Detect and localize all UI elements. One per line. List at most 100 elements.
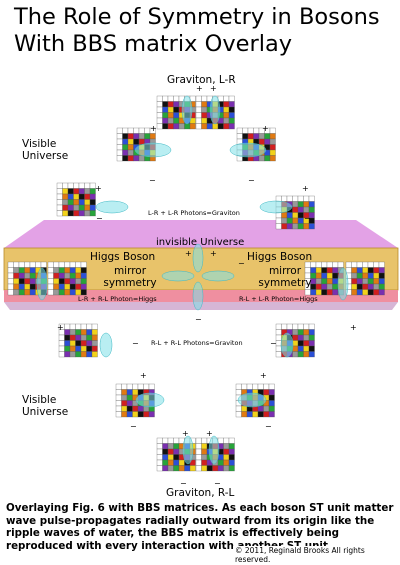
matrix-cell [67,199,74,206]
plus-sign-icon: + [185,249,192,258]
matrix-cell [75,278,82,285]
matrix-cell [246,383,253,390]
matrix-cell [80,261,87,268]
matrix-cell [116,149,123,156]
matrix-cell [258,155,265,162]
plus-sign-icon: + [140,371,147,380]
matrix-cell [195,454,202,461]
matrix-cell [53,283,60,290]
matrix-cell [115,405,122,412]
matrix-cell [308,195,315,202]
matrix-cell [47,261,54,268]
matrix-cell [326,278,333,285]
minus-sign-icon: − [238,259,245,268]
matrix-cell [64,261,71,268]
matrix-cell [173,459,180,466]
matrix-cell [281,323,288,330]
matrix-cell [367,272,374,279]
matrix-cell [122,138,129,145]
matrix-cell [206,465,213,472]
matrix-cell [29,261,36,268]
matrix-cell [189,465,196,472]
matrix-cell [84,210,91,217]
matrix-cell [73,193,80,200]
matrix-cell [189,123,196,130]
matrix-cell [378,283,385,290]
matrix-cell [127,127,134,134]
label-visible-universe-top: Visible Universe [22,138,69,162]
matrix-cell [122,149,129,156]
matrix-cell [18,261,25,268]
matrix-cell [269,144,276,151]
matrix-cell [167,106,174,113]
matrix-cell [264,133,271,140]
matrix-cell [116,138,123,145]
matrix-cell [297,223,304,230]
matrix-cell [69,283,76,290]
matrix-cell [7,267,14,274]
matrix-cell [13,278,20,285]
matrix-cell [156,117,163,124]
matrix-cell [367,261,374,268]
matrix-cell [62,182,69,189]
minus-sign-icon: − [265,422,272,431]
matrix-cell [121,405,128,412]
matrix-cell [13,261,20,268]
matrix-cell [178,123,185,130]
plus-sign-icon: + [210,249,217,258]
matrix-cell [321,278,328,285]
matrix-cell [184,465,191,472]
bbs-matrix [56,182,96,217]
matrix-cell [24,272,31,279]
matrix-cell [86,351,93,358]
matrix-cell [75,345,82,352]
matrix-cell [223,112,230,119]
matrix-cell [167,448,174,455]
matrix-cell [80,272,87,279]
matrix-cell [297,351,304,358]
matrix-cell [297,334,304,341]
matrix-cell [378,289,385,296]
matrix-cell [326,261,333,268]
matrix-cell [148,411,155,418]
matrix-cell [167,465,174,472]
wave-lobe [99,332,113,358]
matrix-cell [138,133,145,140]
matrix-cell [13,289,20,296]
matrix-cell [268,394,275,401]
matrix-cell [173,123,180,130]
matrix-cell [362,283,369,290]
matrix-cell [173,443,180,450]
minus-sign-icon: − [96,214,103,223]
matrix-cell [281,212,288,219]
matrix-cell [228,459,235,466]
matrix-cell [69,289,76,296]
minus-sign-icon: − [195,315,202,324]
matrix-cell [315,272,322,279]
matrix-cell [167,123,174,130]
plus-sign-icon: + [95,184,102,193]
bbs-matrix [345,261,385,296]
matrix-cell [315,278,322,285]
wave-lobe [208,435,220,465]
matrix-cell [263,405,270,412]
wave-lobe [182,435,194,465]
matrix-cell [252,411,259,418]
matrix-cell [138,138,145,145]
matrix-cell [115,400,122,407]
plus-sign-icon: + [350,323,357,332]
matrix-cell [156,123,163,130]
matrix-cell [58,345,65,352]
matrix-cell [73,210,80,217]
matrix-cell [126,400,133,407]
matrix-cell [56,204,63,211]
matrix-cell [64,283,71,290]
matrix-cell [24,278,31,285]
wave-lobe [229,142,267,158]
minus-sign-icon: − [248,176,255,185]
matrix-cell [64,323,71,330]
matrix-cell [132,383,139,390]
matrix-cell [56,188,63,195]
matrix-cell [24,289,31,296]
matrix-cell [75,329,82,336]
